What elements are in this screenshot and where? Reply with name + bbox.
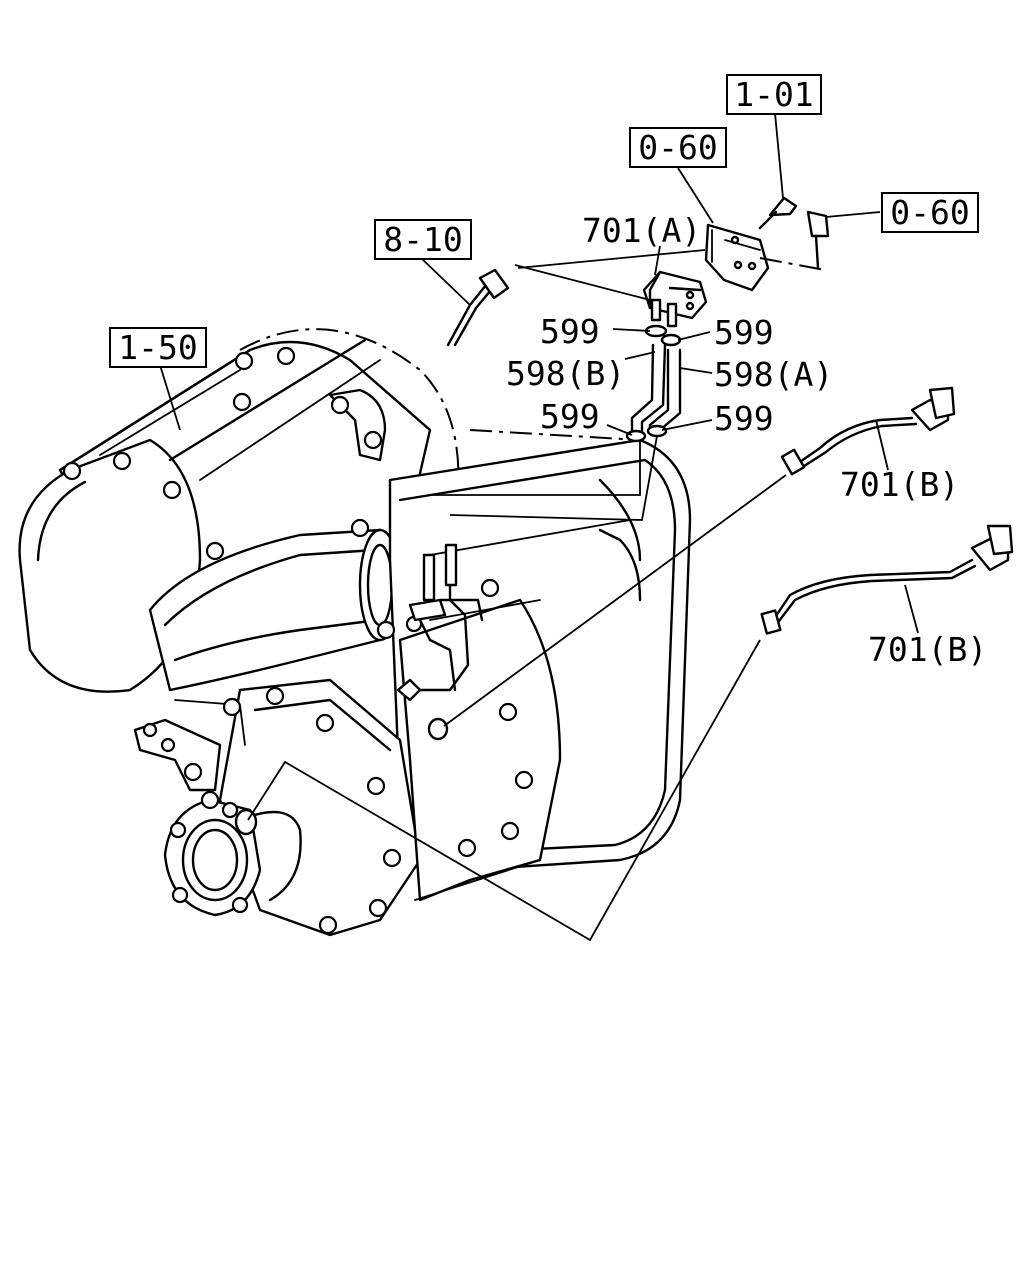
reference-box-0-60-top: 0-60 <box>629 127 727 168</box>
reference-label: 0-60 <box>638 128 717 167</box>
hose-598b <box>630 343 667 434</box>
sensor-bracket <box>704 223 770 292</box>
pressure-pipes <box>408 543 484 692</box>
reference-box-0-60-right: 0-60 <box>881 192 979 233</box>
callout-599-top-left: 599 <box>540 312 600 351</box>
lower-canister <box>218 598 562 937</box>
pressure-sensor-701a <box>642 270 708 328</box>
callout-599-top-right: 599 <box>714 313 774 352</box>
reference-label: 8-10 <box>383 220 462 259</box>
reference-box-1-01: 1-01 <box>726 74 822 115</box>
callout-701a: 701(A) <box>582 211 701 250</box>
leader-lines <box>159 112 919 942</box>
callout-599-bottom-right: 599 <box>714 399 774 438</box>
reference-box-1-50: 1-50 <box>109 327 207 368</box>
outlet-flange <box>163 798 302 917</box>
reference-label: 1-50 <box>118 328 197 367</box>
reference-label: 0-60 <box>890 193 969 232</box>
clamp-599-upper <box>644 324 682 347</box>
harness-8-10 <box>446 268 510 347</box>
flange-bolts <box>62 346 534 935</box>
reference-label: 1-01 <box>734 75 813 114</box>
reference-box-8-10: 8-10 <box>374 219 472 260</box>
callout-598a: 598(A) <box>714 355 833 394</box>
temp-sensor-701b-upper <box>780 386 956 476</box>
pressure-sensor-group <box>446 196 830 443</box>
callout-701b-upper: 701(B) <box>840 465 959 504</box>
callout-599-bottom-left: 599 <box>540 397 600 436</box>
callout-701b-lower: 701(B) <box>868 630 987 669</box>
temp-sensor-701b-lower <box>760 524 1014 635</box>
bracket-bolts <box>758 196 830 270</box>
callout-598b: 598(B) <box>506 354 625 393</box>
